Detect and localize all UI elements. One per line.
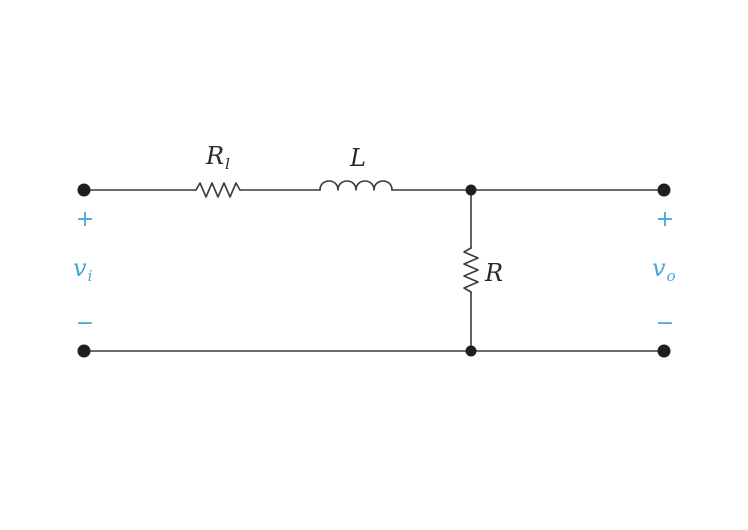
junction-node-bottom bbox=[465, 345, 477, 357]
output-minus-sign: − bbox=[656, 311, 674, 336]
output-terminal-top bbox=[657, 183, 671, 197]
inductor-label: L bbox=[349, 144, 366, 172]
input-voltage-label: vi bbox=[73, 254, 93, 285]
output-voltage-label: vo bbox=[652, 254, 676, 285]
output-terminal-bottom bbox=[657, 344, 671, 358]
resistor-r-label: R bbox=[484, 259, 503, 287]
inductor-coil bbox=[319, 180, 393, 191]
resistor-rl-zigzag bbox=[195, 182, 241, 198]
resistor-r-zigzag bbox=[463, 247, 479, 293]
output-plus-sign: + bbox=[656, 207, 674, 232]
input-terminal-bottom bbox=[77, 344, 91, 358]
resistor-rl-label: Rl bbox=[205, 142, 230, 173]
input-minus-sign: − bbox=[76, 311, 94, 336]
input-plus-sign: + bbox=[76, 207, 94, 232]
junction-node-top bbox=[465, 184, 477, 196]
input-terminal-top bbox=[77, 183, 91, 197]
